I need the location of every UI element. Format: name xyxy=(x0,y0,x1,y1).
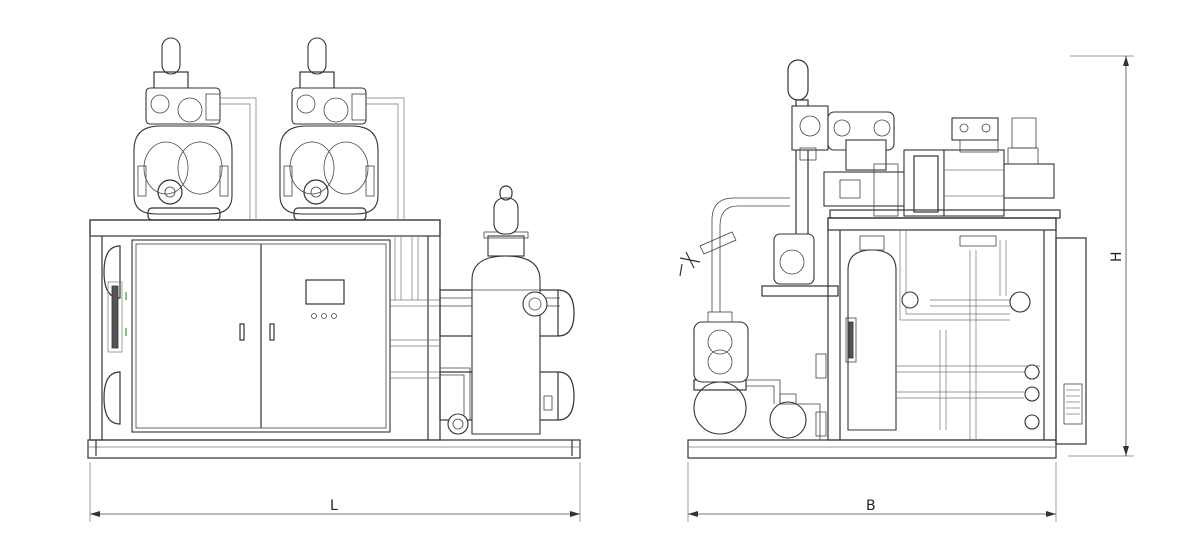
side-compressor-motor xyxy=(823,111,1061,219)
dimension-H-label: H xyxy=(1109,251,1125,262)
front-base-frame xyxy=(87,439,581,459)
dimension-B: B xyxy=(687,462,1057,522)
side-oil-separator xyxy=(845,235,897,431)
dimension-B-label: B xyxy=(866,498,876,514)
dimension-L: L xyxy=(89,462,581,522)
compressor-2 xyxy=(279,37,405,221)
side-suction-filter xyxy=(761,59,839,297)
side-view: B H xyxy=(679,55,1134,522)
oil-separator xyxy=(447,185,553,435)
side-suction-piping xyxy=(679,197,827,440)
side-left-vessels xyxy=(693,311,807,439)
electrical-cabinet xyxy=(131,239,391,433)
side-internal-piping xyxy=(896,230,1040,440)
front-view: L xyxy=(87,37,581,522)
compressor-1 xyxy=(133,37,257,221)
front-receiver-vessels xyxy=(103,245,127,425)
dimension-H: H xyxy=(1068,55,1134,457)
side-base-frame xyxy=(687,439,1057,459)
dimension-L-label: L xyxy=(330,498,338,514)
